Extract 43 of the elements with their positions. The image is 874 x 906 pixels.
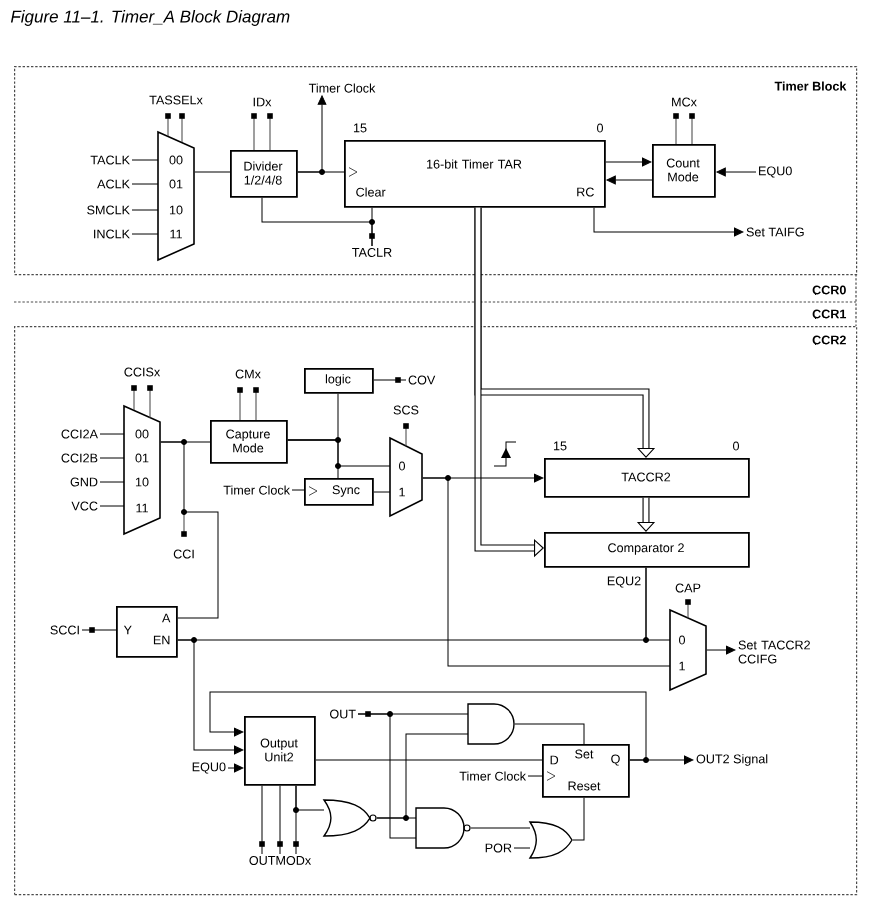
figure-title: Figure 11–1. Timer_A Block Diagram <box>10 10 290 26</box>
connector-line <box>514 723 585 745</box>
connector-line <box>279 785 281 855</box>
and-gate <box>467 703 515 745</box>
connector-line <box>287 439 339 479</box>
arrow <box>227 763 244 773</box>
connector-line <box>160 441 219 619</box>
connector-line <box>470 827 531 829</box>
connector-line <box>572 797 585 841</box>
connector-line <box>131 233 159 235</box>
connector-line <box>99 481 125 483</box>
arrow <box>177 639 244 755</box>
connector-line <box>357 713 417 839</box>
connector-line <box>291 489 305 491</box>
connector-line <box>513 847 531 849</box>
arrow <box>606 175 653 185</box>
arrow <box>297 95 327 173</box>
connector-line <box>261 197 373 247</box>
nor-gate <box>323 799 377 837</box>
arrow <box>209 691 647 761</box>
connector-line <box>422 477 671 667</box>
connector-line <box>373 491 391 493</box>
arrow <box>605 157 652 167</box>
connector-line <box>81 629 117 631</box>
connector-line <box>295 785 297 855</box>
connector-line <box>376 817 417 819</box>
arrow <box>716 167 757 177</box>
connector-line <box>131 183 159 185</box>
arrow <box>629 755 694 765</box>
connector-line <box>99 505 125 507</box>
arrow <box>593 207 744 237</box>
arrow <box>706 645 736 655</box>
connector-line <box>527 775 543 777</box>
connector-line <box>315 759 543 761</box>
connector-line <box>99 457 125 459</box>
connector-line <box>373 379 407 381</box>
connector-line <box>131 209 159 211</box>
connector-line <box>99 433 125 435</box>
connector-line <box>261 785 263 855</box>
and-gate <box>415 807 471 849</box>
or-gate <box>529 821 573 859</box>
connector-line <box>131 159 159 161</box>
connector-line <box>194 171 231 173</box>
